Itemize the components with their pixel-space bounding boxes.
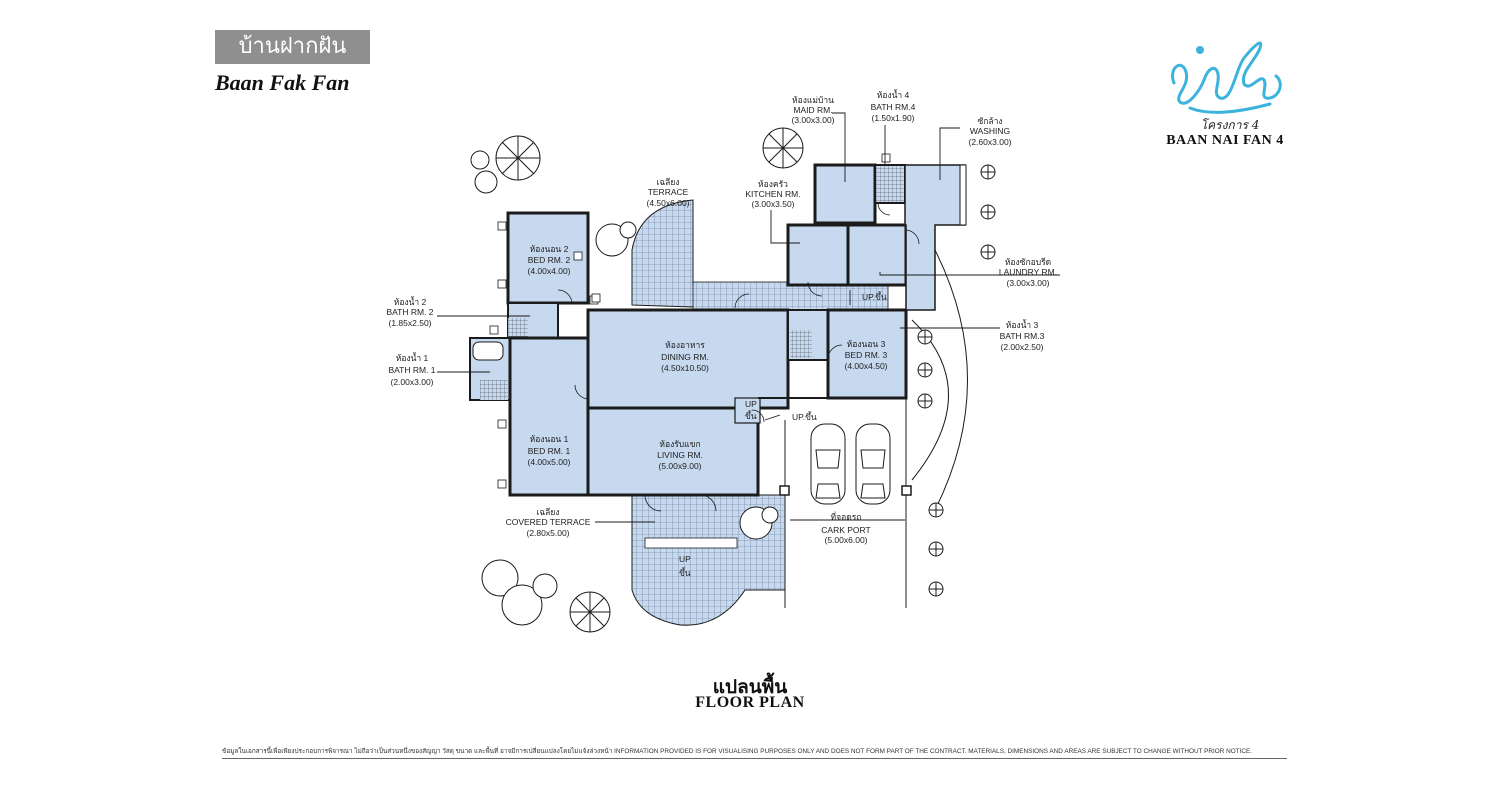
tree-icon xyxy=(980,204,996,220)
disclaimer-text: ข้อมูลในเอกสารนี้เพื่อเพียงประกอบการพิจา… xyxy=(222,746,1287,759)
bath4-en: BATH RM.4 xyxy=(871,102,916,112)
car-2 xyxy=(855,423,891,505)
washing-en: WASHING xyxy=(970,126,1010,136)
plan-title-english: FLOOR PLAN xyxy=(695,694,805,711)
tree-icon xyxy=(917,329,933,345)
covered-terrace-thai: เฉลียง xyxy=(536,507,559,517)
bed1-thai: ห้องนอน 1 xyxy=(530,434,569,444)
laundry-size: (3.00x3.00) xyxy=(1007,278,1050,288)
up-marker-terrace: UP xyxy=(679,554,691,564)
floor-plan: ห้องแม่บ้าน MAID RM. (3.00x3.00) ห้องน้ำ… xyxy=(386,89,1060,633)
bed2-size: (4.00x4.00) xyxy=(528,266,571,276)
bed3-size: (4.00x4.50) xyxy=(845,361,888,371)
dining-thai: ห้องอาหาร xyxy=(665,340,705,350)
brand-thai-title: บ้านฝากฝัน xyxy=(215,30,370,64)
tree-icon xyxy=(980,244,996,260)
bath1-size: (2.00x3.00) xyxy=(391,377,434,387)
laundry-en: LAUNDRY RM. xyxy=(999,267,1057,277)
maid-en: MAID RM. xyxy=(793,105,832,115)
carport-thai: ที่จอดรถ xyxy=(831,511,862,522)
up-marker-laundry: UP.ขึ้น xyxy=(862,291,887,302)
room-bed3 xyxy=(826,308,908,400)
tree-icon xyxy=(595,221,637,257)
tree-icon xyxy=(569,591,611,633)
room-living xyxy=(586,406,760,497)
terrace-size: (4.50x6.00) xyxy=(647,198,690,208)
carport-size: (5.00x6.00) xyxy=(825,535,868,545)
car-1 xyxy=(810,423,846,505)
room-laundry xyxy=(846,223,908,287)
tree-icon xyxy=(917,393,933,409)
project-thai-label: โครงการ 4 xyxy=(1200,118,1260,132)
bed1-en: BED RM. 1 xyxy=(528,446,571,456)
room-kitchen xyxy=(786,223,850,287)
tree-icon xyxy=(980,164,996,180)
carport-en: CARK PORT xyxy=(821,525,870,535)
living-en: LIVING RM. xyxy=(657,450,703,460)
living-thai: ห้องรับแขก xyxy=(659,439,700,449)
covered-terrace-en: COVERED TERRACE xyxy=(506,517,591,527)
bath2-thai: ห้องน้ำ 2 xyxy=(394,296,427,307)
bed2-en: BED RM. 2 xyxy=(528,255,571,265)
bed2-thai: ห้องนอน 2 xyxy=(530,244,569,254)
kitchen-thai: ห้องครัว xyxy=(758,179,788,189)
room-bed1 xyxy=(508,336,590,497)
laundry-thai: ห้องซักอบรีด xyxy=(1005,257,1051,267)
bath4-size: (1.50x1.90) xyxy=(872,113,915,123)
dining-size: (4.50x10.50) xyxy=(661,363,709,373)
logo-script-icon xyxy=(1171,41,1282,114)
covered-terrace-size: (2.80x5.00) xyxy=(527,528,570,538)
tree-icon xyxy=(928,502,944,518)
living-size: (5.00x9.00) xyxy=(659,461,702,471)
tree-icon xyxy=(739,506,779,540)
plan-title-thai: แปลนพื้น xyxy=(712,676,788,698)
washing-thai: ซักล้าง xyxy=(977,116,1002,126)
bed3-en: BED RM. 3 xyxy=(845,350,888,360)
bath3-en: BATH RM.3 xyxy=(1000,331,1045,341)
up-marker-stair-thai: ขึ้น xyxy=(745,410,757,421)
bed3-thai: ห้องนอน 3 xyxy=(847,339,886,349)
room-washing xyxy=(904,164,966,311)
dining-en: DINING RM. xyxy=(661,352,709,362)
terrace-en: TERRACE xyxy=(648,187,689,197)
tree-icon xyxy=(917,362,933,378)
kitchen-en: KITCHEN RM. xyxy=(745,189,800,199)
project-logo xyxy=(1160,28,1290,148)
bed1-size: (4.00x5.00) xyxy=(528,457,571,467)
washing-size: (2.60x3.00) xyxy=(969,137,1012,147)
up-marker-stair: UP xyxy=(745,399,757,409)
tree-icon xyxy=(928,581,944,597)
bath1-en: BATH RM. 1 xyxy=(388,365,435,375)
bath2-size: (1.85x2.50) xyxy=(389,318,432,328)
project-name: BAAN NAI FAN 4 xyxy=(1166,133,1284,148)
maid-thai: ห้องแม่บ้าน xyxy=(792,95,834,105)
kitchen-size: (3.00x3.50) xyxy=(752,199,795,209)
tree-icon xyxy=(762,127,804,169)
bath2-en: BATH RM. 2 xyxy=(386,307,433,317)
bath1-thai: ห้องน้ำ 1 xyxy=(396,352,429,363)
tree-icon xyxy=(481,559,558,626)
brand-english-title: Baan Fak Fan xyxy=(215,70,350,95)
tree-icon xyxy=(928,541,944,557)
room-bath4 xyxy=(874,164,906,204)
up-marker-terrace-thai: ขึ้น xyxy=(679,567,691,578)
up-marker-carport: UP.ขึ้น xyxy=(792,411,817,422)
bath3-size: (2.00x2.50) xyxy=(1001,342,1044,352)
tree-icon xyxy=(470,135,541,194)
bath4-thai: ห้องน้ำ 4 xyxy=(877,89,910,100)
maid-size: (3.00x3.00) xyxy=(792,115,835,125)
bath3-thai: ห้องน้ำ 3 xyxy=(1006,319,1039,330)
terrace-thai: เฉลียง xyxy=(656,177,679,187)
